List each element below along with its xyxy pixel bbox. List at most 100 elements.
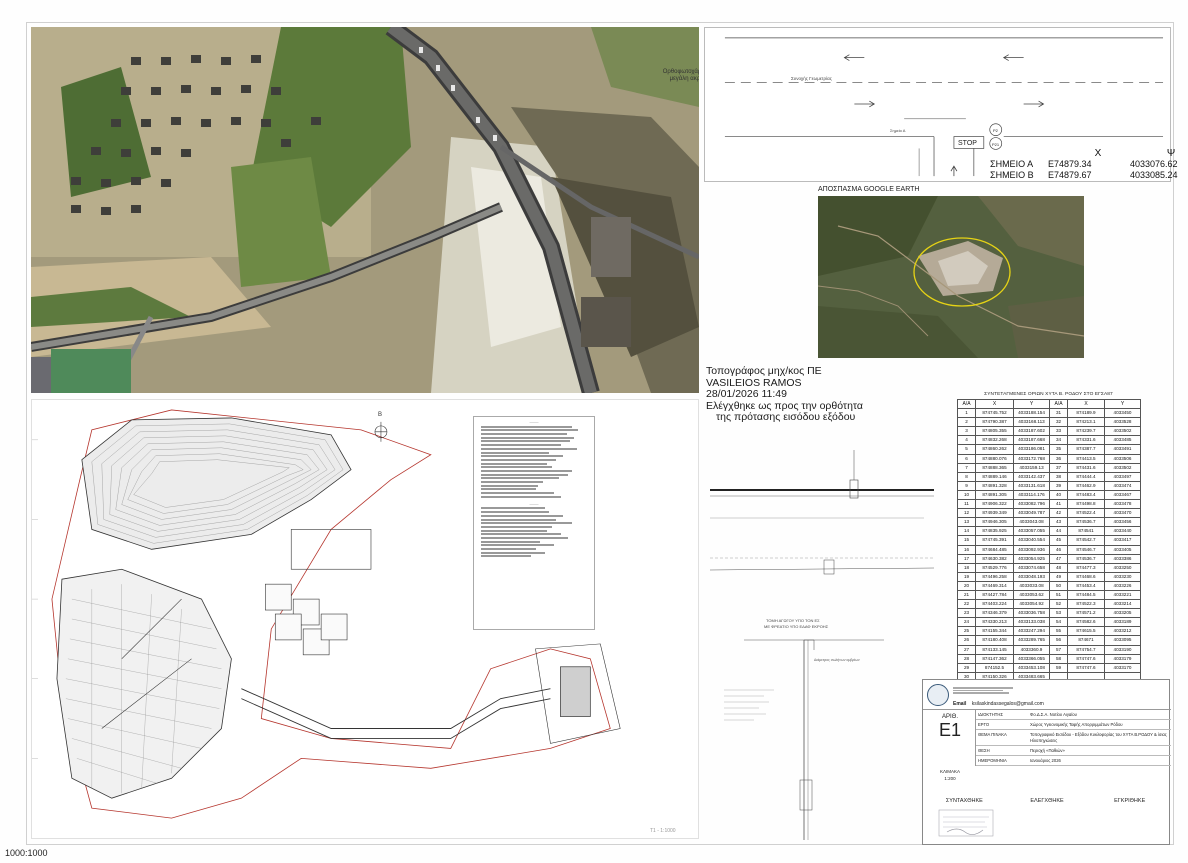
table-cell: 1 bbox=[957, 408, 976, 419]
table-cell: 874387.7 bbox=[1067, 444, 1105, 455]
table-cell: 4033043.08 bbox=[1013, 517, 1050, 528]
table-cell: 11 bbox=[957, 499, 976, 510]
field-label: ΘΕΜΑ ΠΙΝΑΚΑ bbox=[978, 731, 1007, 737]
table-cell: 7 bbox=[957, 462, 976, 473]
signature-row: ΣΥΝΤΑΧΘΗΚΕ ΕΛΕΓΧΘΗΚΕ ΕΓΚΡΙΘΗΚΕ bbox=[923, 798, 1171, 804]
table-cell: 4033131.618 bbox=[1013, 480, 1050, 491]
table-cell: 39 bbox=[1049, 480, 1068, 491]
print-scale: 1000:1000 bbox=[5, 848, 48, 858]
sheet-frame bbox=[26, 22, 1174, 845]
table-cell: 8 bbox=[957, 471, 976, 482]
coord-x: E74879.34 bbox=[1048, 159, 1092, 169]
surveyor-note-1: Ελέγχθηκε ως προς την ορθότητα bbox=[706, 399, 863, 412]
table-cell: 16 bbox=[957, 544, 976, 555]
table-cell: 4033506 bbox=[1104, 453, 1141, 464]
table-cell: 4033172.768 bbox=[1013, 453, 1050, 464]
table-cell: 874582.6 bbox=[1067, 617, 1105, 628]
table-cell: 874147.362 bbox=[975, 653, 1014, 664]
table-cell: 10 bbox=[957, 489, 976, 501]
table-cell: 4033230 bbox=[1104, 571, 1141, 582]
table-cell: 22 bbox=[957, 599, 976, 610]
table-cell: 49 bbox=[1049, 571, 1068, 582]
logo-text-lines bbox=[953, 686, 1013, 695]
table-cell: 4033214 bbox=[1104, 599, 1141, 610]
table-cell: 4033170 bbox=[1104, 662, 1141, 673]
table-cell: 4033450 bbox=[1104, 408, 1141, 419]
section-title-1: ΤΟΜΗ ΑΓΩΓΟΥ ΥΠΟ ΤΟΝ ΕΣ bbox=[766, 618, 820, 623]
title-block: Email ksilaskindassegalos@gmail.com ΑΡΙΘ… bbox=[922, 679, 1171, 845]
table-cell: 21 bbox=[957, 589, 976, 601]
legend-header: ――― bbox=[529, 420, 539, 424]
table-cell: 4033485 bbox=[1104, 435, 1141, 446]
table-cell: 50 bbox=[1049, 580, 1068, 591]
table-cell: 874498.8 bbox=[1067, 499, 1105, 510]
table-cell: 874462.9 bbox=[1067, 480, 1105, 491]
table-cell: 47 bbox=[1049, 553, 1068, 564]
table-cell: 46 bbox=[1049, 544, 1068, 555]
table-cell: 4033502 bbox=[1104, 426, 1141, 437]
legend-subheader: ――― bbox=[529, 501, 539, 506]
table-cell: 874133.145 bbox=[975, 644, 1014, 655]
table-cell: 4033528 bbox=[1104, 417, 1141, 428]
table-cell: 32 bbox=[1049, 417, 1068, 428]
field-value: Περιοχή «Παθιών» bbox=[1030, 747, 1065, 753]
table-cell: 874835.925 bbox=[975, 526, 1014, 537]
google-earth-image bbox=[818, 196, 1084, 358]
col-header: Χ bbox=[975, 398, 1014, 410]
table-cell: 56 bbox=[1049, 635, 1068, 646]
table-cell: 45 bbox=[1049, 535, 1068, 546]
table-cell: 6 bbox=[957, 453, 976, 464]
table-cell: 874630.382 bbox=[975, 553, 1014, 564]
table-cell: 874152.5 bbox=[975, 662, 1014, 673]
site-plan-drawing bbox=[32, 409, 621, 819]
table-cell: 4033053.62 bbox=[1013, 589, 1050, 601]
organization-logo-icon bbox=[927, 684, 949, 706]
points-table-title: ΣΥΝΤΕΤΑΓΜΕΝΕΣ ΟΡΙΩΝ ΧΥΤΑ Β. ΡΟΔΟΥ ΣΤΟ ΕΓ… bbox=[984, 392, 1113, 397]
table-cell: 4033054.925 bbox=[1013, 553, 1050, 564]
table-cell: 874542.7 bbox=[1067, 535, 1105, 546]
table-cell: 4033179 bbox=[1104, 653, 1141, 664]
table-cell: 874745.391 bbox=[975, 535, 1014, 546]
table-cell: 44 bbox=[1049, 526, 1068, 537]
table-cell: 40 bbox=[1049, 489, 1068, 501]
col-header: Α/Α bbox=[957, 398, 976, 410]
table-cell: 4033440 bbox=[1104, 526, 1141, 537]
table-cell: 20 bbox=[957, 580, 976, 591]
table-cell: 874239.7 bbox=[1067, 426, 1105, 437]
boundary-points-table: ΣΥΝΤΕΤΑΓΜΕΝΕΣ ΟΡΙΩΝ ΧΥΤΑ Β. ΡΟΔΟΥ ΣΤΟ ΕΓ… bbox=[957, 392, 1141, 682]
table-cell: 874747.6 bbox=[1067, 662, 1105, 673]
coord-name: ΣΗΜΕΙΟ Α bbox=[990, 159, 1034, 169]
section-title-2: ΜΕ ΦΡΕΑΤΙΟ ΥΠΟ ΕΔΑΦ ΕΚΡΟΗΣ bbox=[764, 624, 829, 629]
surveyor-certification: Τοπογράφος μηχ/κος ΠΕ VASILEIOS RAMOS 28… bbox=[706, 365, 863, 424]
aerial-orthophoto: Ορθοφωτοχάρτης για μεγάλη ακρίβεια bbox=[31, 27, 699, 393]
table-cell: 48 bbox=[1049, 562, 1068, 573]
table-cell: 4033092.936 bbox=[1013, 544, 1050, 555]
table-cell: 36 bbox=[1049, 453, 1068, 464]
table-cell: 874939.349 bbox=[975, 508, 1014, 519]
table-cell: 874790.387 bbox=[975, 417, 1014, 428]
email-label: Email bbox=[953, 701, 967, 707]
table-cell: 29 bbox=[957, 662, 976, 673]
table-cell: 874860.262 bbox=[975, 444, 1014, 455]
section-note: Διάμετρος σωλήνων ομβρίων bbox=[814, 658, 860, 662]
table-cell: 874888.365 bbox=[975, 462, 1014, 473]
field-value: Τοπογραφικό Εισόδου - Εξόδου Κυκλοφορίας… bbox=[1030, 731, 1167, 743]
table-cell: 4033187.668 bbox=[1013, 435, 1050, 446]
table-cell: 4033470 bbox=[1104, 508, 1141, 519]
table-cell: 874754.7 bbox=[1067, 644, 1105, 655]
table-cell: 874571.2 bbox=[1067, 608, 1105, 619]
table-cell: 52 bbox=[1049, 599, 1068, 610]
